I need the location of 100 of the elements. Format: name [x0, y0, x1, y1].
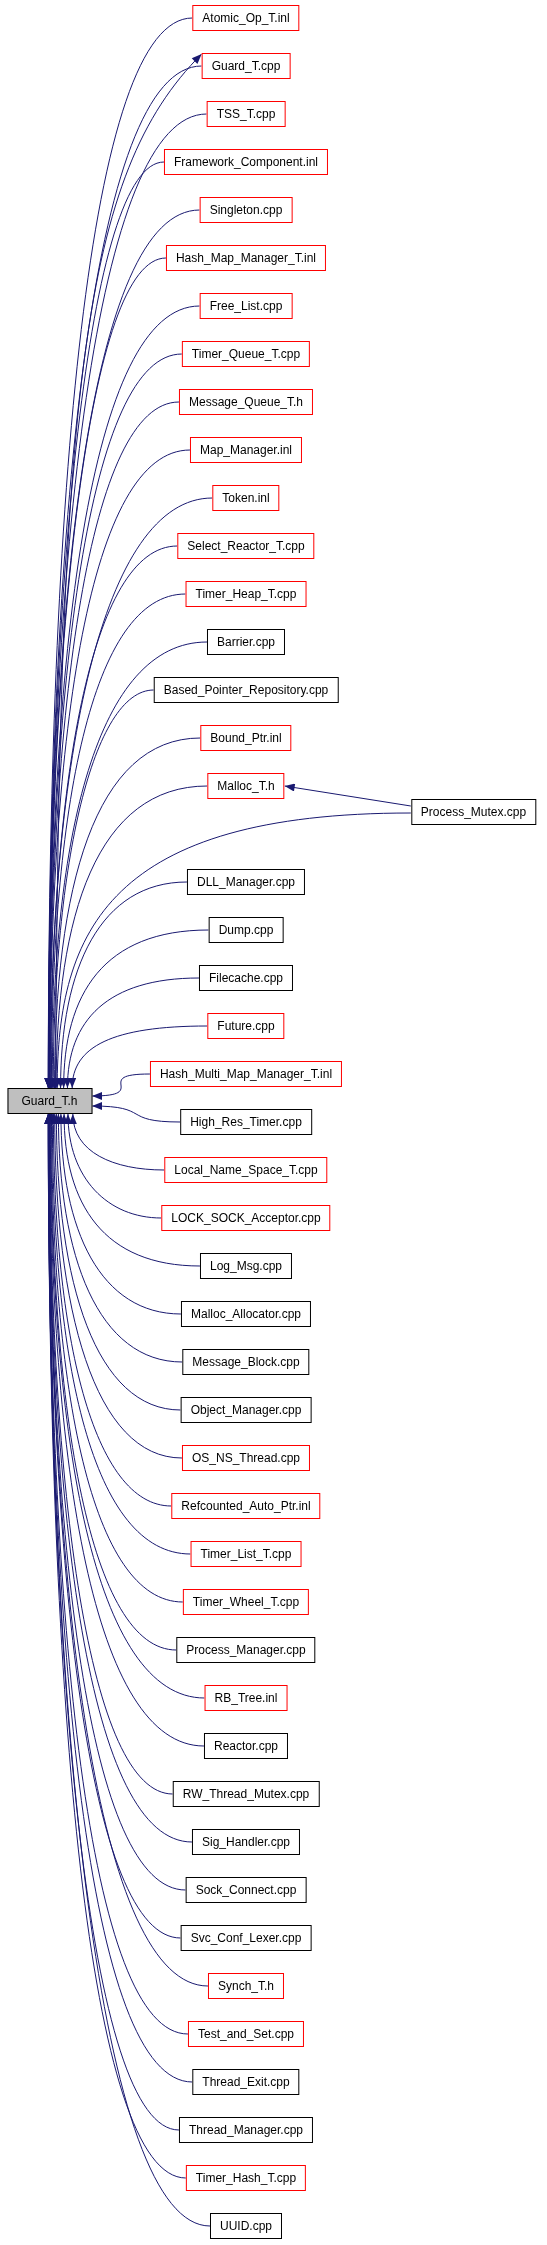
- file-name: Map_Manager.inl: [199, 442, 293, 459]
- include-arrow: [56, 881, 188, 1089]
- include-arrow: [69, 1025, 208, 1089]
- file-node: [7, 1088, 92, 1114]
- file-node: [212, 485, 280, 511]
- file-name: Bound_Ptr.inl: [210, 730, 282, 747]
- file-node: [180, 1301, 312, 1327]
- file-node: [204, 1733, 288, 1759]
- file-name: Free_List.cpp: [209, 298, 283, 315]
- include-arrow: [91, 1073, 151, 1100]
- file-name: LOCK_SOCK_Acceptor.cpp: [171, 1210, 321, 1227]
- file-name: Timer_Hash_T.cpp: [195, 2170, 297, 2187]
- file-node: [178, 2117, 314, 2143]
- file-name: High_Res_Timer.cpp: [190, 1114, 302, 1131]
- include-arrow: [60, 929, 210, 1089]
- file-node: [163, 149, 329, 175]
- file-name: Synch_T.h: [218, 1978, 274, 1995]
- file-node: [199, 197, 293, 223]
- file-name: UUID.cpp: [220, 2218, 272, 2235]
- file-name: Sock_Connect.cpp: [195, 1882, 297, 1899]
- file-name: Dump.cpp: [218, 922, 274, 939]
- file-name: Message_Block.cpp: [192, 1354, 300, 1371]
- include-arrow: [64, 1113, 162, 1219]
- file-name: TSS_T.cpp: [216, 106, 276, 123]
- file-name: Thread_Exit.cpp: [202, 2074, 290, 2091]
- include-arrow: [63, 977, 200, 1089]
- include-arrow: [57, 1113, 182, 1315]
- file-name: Reactor.cpp: [214, 1738, 278, 1755]
- file-name: Guard_T.h: [21, 1093, 78, 1110]
- include-arrow: [49, 689, 155, 1089]
- file-name: Filecache.cpp: [209, 970, 283, 987]
- file-name: Singleton.cpp: [209, 202, 283, 219]
- file-name: Hash_Map_Manager_T.inl: [175, 250, 317, 267]
- file-name: Message_Queue_T.h: [188, 394, 304, 411]
- file-node: [181, 341, 311, 367]
- file-name: Object_Manager.cpp: [190, 1402, 302, 1419]
- file-name: Timer_List_T.cpp: [200, 1546, 292, 1563]
- file-node: [185, 581, 307, 607]
- file-node: [161, 1205, 331, 1231]
- file-name: Barrier.cpp: [217, 634, 275, 651]
- file-node: [182, 1589, 310, 1615]
- file-name: Sig_Handler.cpp: [201, 1834, 291, 1851]
- file-node: [190, 1541, 302, 1567]
- file-node: [185, 2165, 307, 2191]
- file-name: Timer_Heap_T.cpp: [195, 586, 297, 603]
- file-node: [210, 2213, 282, 2239]
- file-node: [200, 725, 292, 751]
- file-name: Framework_Component.inl: [173, 154, 319, 171]
- include-arrow: [54, 1113, 183, 1363]
- file-name: Atomic_Op_T.inl: [202, 10, 290, 27]
- include-arrow: [69, 1113, 165, 1171]
- include-arrow: [53, 812, 412, 1089]
- file-node: [171, 1493, 321, 1519]
- include-arrow: [91, 1102, 181, 1123]
- include-arrow: [60, 1113, 201, 1267]
- file-name: Process_Mutex.cpp: [420, 804, 527, 821]
- file-name: Timer_Wheel_T.cpp: [192, 1594, 300, 1611]
- file-node: [410, 799, 537, 825]
- include-arrow: [52, 785, 208, 1089]
- file-name: Select_Reactor_T.cpp: [187, 538, 305, 555]
- file-node: [207, 1013, 285, 1039]
- file-node: [208, 917, 284, 943]
- file-name: Test_and_Set.cpp: [197, 2026, 295, 2043]
- file-node: [200, 1253, 292, 1279]
- file-node: [182, 1349, 310, 1375]
- file-node: [199, 293, 293, 319]
- file-name: Token.inl: [222, 490, 270, 507]
- file-node: [178, 389, 314, 415]
- file-name: Log_Msg.cpp: [210, 1258, 282, 1275]
- file-node: [172, 1781, 320, 1807]
- file-name: DLL_Manager.cpp: [196, 874, 296, 891]
- file-node: [180, 1397, 312, 1423]
- file-name: Process_Manager.cpp: [186, 1642, 306, 1659]
- file-name: Guard_T.cpp: [211, 58, 281, 75]
- file-node: [192, 5, 300, 31]
- file-name: Thread_Manager.cpp: [188, 2122, 304, 2139]
- file-node: [164, 1157, 328, 1183]
- file-node: [153, 677, 339, 703]
- file-name: Refcounted_Auto_Ptr.inl: [181, 1498, 311, 1515]
- file-name: Malloc_T.h: [217, 778, 275, 795]
- file-name: RB_Tree.inl: [214, 1690, 278, 1707]
- file-node: [199, 965, 293, 991]
- file-name: Local_Name_Space_T.cpp: [174, 1162, 318, 1179]
- file-node: [207, 629, 285, 655]
- file-node: [187, 2021, 305, 2047]
- file-node: [204, 1685, 288, 1711]
- file-node: [149, 1061, 343, 1087]
- file-name: Future.cpp: [217, 1018, 275, 1035]
- file-node: [206, 101, 286, 127]
- include-arrow: [284, 783, 412, 807]
- file-node: [181, 1445, 311, 1471]
- file-node: [180, 1109, 312, 1135]
- file-node: [189, 437, 303, 463]
- file-name: Timer_Queue_T.cpp: [191, 346, 301, 363]
- file-name: RW_Thread_Mutex.cpp: [182, 1786, 310, 1803]
- file-node: [201, 53, 291, 79]
- file-node: [180, 1925, 312, 1951]
- file-node: [208, 1973, 284, 1999]
- file-node: [191, 1829, 301, 1855]
- include-arrow: [44, 1113, 211, 2227]
